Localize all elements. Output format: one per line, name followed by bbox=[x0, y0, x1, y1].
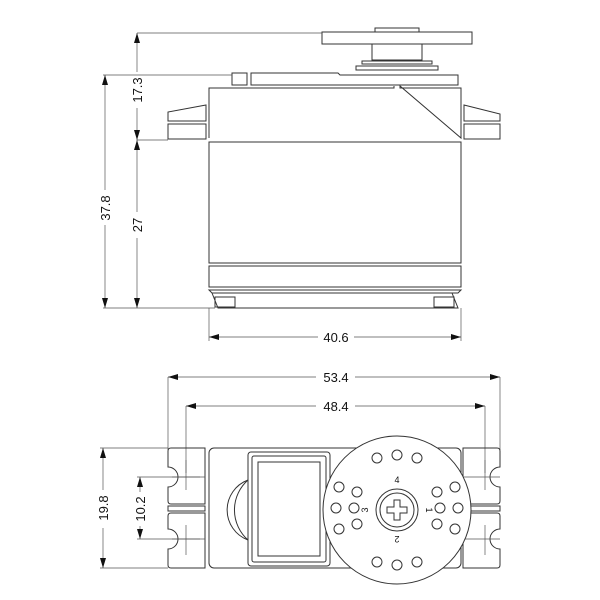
washer bbox=[355, 65, 439, 71]
upper-case bbox=[208, 84, 462, 140]
washer bbox=[361, 60, 433, 65]
horn-label-1: 1 bbox=[424, 507, 434, 512]
horn-holes bbox=[330, 449, 464, 571]
base bbox=[207, 289, 463, 309]
base-foot bbox=[214, 296, 236, 308]
label-window-mid bbox=[251, 455, 327, 563]
base-foot bbox=[433, 296, 455, 308]
dim-hole-spacing: 48.4 bbox=[323, 399, 348, 414]
horn-hub bbox=[371, 43, 423, 61]
left-ear-slot bbox=[167, 505, 206, 512]
dim-top-section: 17.3 bbox=[130, 77, 145, 102]
dim-width: 19.8 bbox=[96, 495, 111, 520]
dim-overall-length: 53.4 bbox=[323, 370, 348, 385]
left-tab-slant bbox=[167, 104, 207, 122]
dim-hole-vertical: 10.2 bbox=[133, 496, 148, 521]
horn-label-4: 4 bbox=[394, 475, 399, 485]
case-bump bbox=[234, 479, 249, 541]
cap-tab bbox=[231, 72, 248, 86]
right-mount-tab bbox=[463, 123, 501, 140]
hole-centerlines bbox=[172, 460, 500, 555]
horn-top bbox=[374, 27, 420, 33]
label-window-inner bbox=[257, 461, 321, 557]
label-window-outer bbox=[247, 451, 331, 567]
horn-hub-inner bbox=[379, 492, 415, 528]
dim-body-height: 27 bbox=[130, 218, 145, 232]
horn-arm bbox=[321, 31, 473, 45]
right-tab-slant bbox=[463, 104, 501, 122]
top-cap bbox=[250, 72, 459, 86]
side-view: 37.8 17.3 27 40.6 bbox=[98, 27, 501, 345]
right-ear-bottom bbox=[462, 512, 501, 569]
servo-horn-disc bbox=[322, 435, 472, 585]
horn-label-3: 3 bbox=[360, 507, 370, 512]
right-ear-top bbox=[462, 447, 501, 505]
left-mount-tab bbox=[167, 123, 207, 140]
horn-hub-outer bbox=[375, 488, 419, 532]
dim-total-height: 37.8 bbox=[98, 195, 113, 220]
case-bump-inner bbox=[226, 479, 249, 541]
left-ear-top bbox=[167, 447, 206, 505]
left-ear-bottom bbox=[167, 512, 206, 569]
top-view: 53.4 48.4 19.8 10.2 bbox=[96, 370, 501, 585]
dim-body-width: 40.6 bbox=[323, 330, 348, 345]
screw-icon bbox=[386, 499, 408, 521]
middle-case bbox=[208, 141, 462, 264]
horn-label-2: 2 bbox=[394, 534, 399, 544]
lower-band bbox=[208, 265, 462, 288]
